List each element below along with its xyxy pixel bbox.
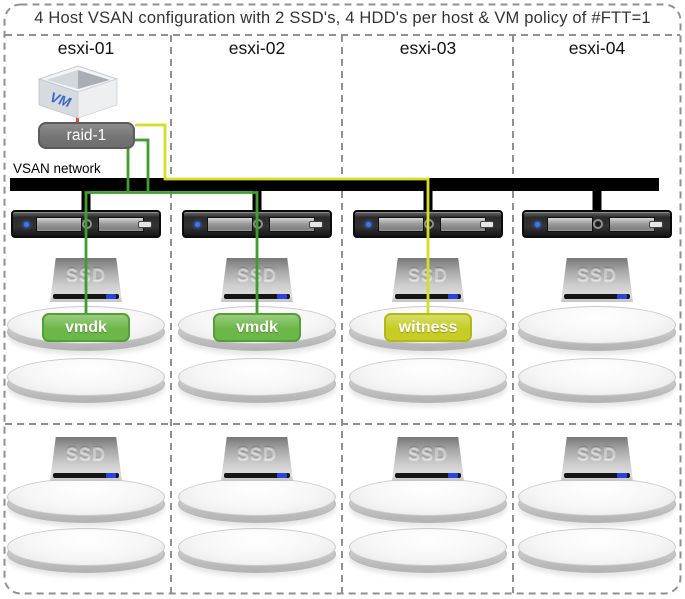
- outer-dashed-border: [3, 3, 682, 595]
- ssd-led: [105, 473, 116, 478]
- server-bay: [378, 217, 424, 232]
- server-bay: [547, 217, 593, 232]
- vsan-network-label: VSAN network: [13, 161, 101, 176]
- server-led: [195, 222, 200, 227]
- diagram-title: 4 Host VSAN configuration with 2 SSD's, …: [34, 9, 651, 27]
- hdd-platter: [518, 478, 676, 523]
- ssd-strip: [563, 294, 631, 299]
- host-label-esxi-01: esxi-01: [57, 38, 115, 58]
- ssd-label: SSD: [236, 444, 277, 464]
- ssd-icon: SSD: [221, 258, 293, 302]
- host-label-esxi-04: esxi-04: [568, 38, 626, 58]
- ssd-label: SSD: [576, 265, 617, 285]
- server-button: [649, 221, 663, 228]
- server-knob: [593, 219, 603, 229]
- ssd-icon: SSD: [392, 437, 464, 481]
- server-icon-esxi-03: [353, 210, 503, 238]
- ssd-label: SSD: [236, 265, 277, 285]
- server-button: [309, 221, 323, 228]
- ssd-led: [616, 473, 627, 478]
- host-label-esxi-03: esxi-03: [399, 38, 457, 58]
- hdd-platter: [349, 358, 507, 403]
- hdd-platter: [178, 528, 336, 573]
- ssd-led: [105, 294, 116, 299]
- server-led: [535, 222, 540, 227]
- server-knob: [424, 219, 434, 229]
- hdd-platter: [518, 358, 676, 403]
- server-bay: [207, 217, 253, 232]
- ssd-strip: [563, 473, 631, 478]
- ssd-icon: SSD: [50, 258, 122, 302]
- ssd-icon: SSD: [561, 437, 633, 481]
- hdd-platter: [349, 528, 507, 573]
- ssd-icon: SSD: [50, 437, 122, 481]
- ssd-icon: SSD: [221, 437, 293, 481]
- server-knob: [82, 219, 92, 229]
- server-icon-esxi-02: [182, 210, 332, 238]
- server-button: [138, 221, 152, 228]
- hdd-platter: [349, 478, 507, 523]
- hdd-platter: [518, 306, 676, 351]
- ssd-strip: [394, 473, 462, 478]
- raid1-node: raid-1: [38, 122, 135, 149]
- hdd-platter: [178, 478, 336, 523]
- hdd-platter: [7, 478, 165, 523]
- ssd-led: [447, 294, 458, 299]
- ssd-label: SSD: [407, 265, 448, 285]
- hdd-platter: [7, 358, 165, 403]
- hdd-platter: [518, 528, 676, 573]
- ssd-label: SSD: [407, 444, 448, 464]
- server-icon-esxi-01: [11, 210, 161, 238]
- ssd-label: SSD: [65, 265, 106, 285]
- ssd-label: SSD: [65, 444, 106, 464]
- ssd-icon: SSD: [561, 258, 633, 302]
- host-label-esxi-02: esxi-02: [228, 38, 286, 58]
- ssd-led: [447, 473, 458, 478]
- disk-label-witness-esxi-03: witness: [384, 313, 472, 342]
- vm-to-raid-link: [76, 115, 79, 125]
- ssd-strip: [223, 473, 291, 478]
- ssd-label: SSD: [576, 444, 617, 464]
- hdd-platter: [178, 358, 336, 403]
- server-led: [24, 222, 29, 227]
- server-bay: [36, 217, 82, 232]
- vm-icon: VM: [37, 65, 119, 119]
- ssd-strip: [52, 473, 120, 478]
- disk-label-vmdk-esxi-02: vmdk: [213, 313, 301, 342]
- ssd-led: [276, 473, 287, 478]
- server-button: [480, 221, 494, 228]
- server-knob: [253, 219, 263, 229]
- server-icon-esxi-04: [522, 210, 672, 238]
- hdd-platter: [7, 528, 165, 573]
- ssd-icon: SSD: [392, 258, 464, 302]
- server-led: [366, 222, 371, 227]
- ssd-led: [276, 294, 287, 299]
- ssd-led: [616, 294, 627, 299]
- vm-icon-label: VM: [48, 89, 73, 111]
- disk-label-vmdk-esxi-01: vmdk: [42, 313, 130, 342]
